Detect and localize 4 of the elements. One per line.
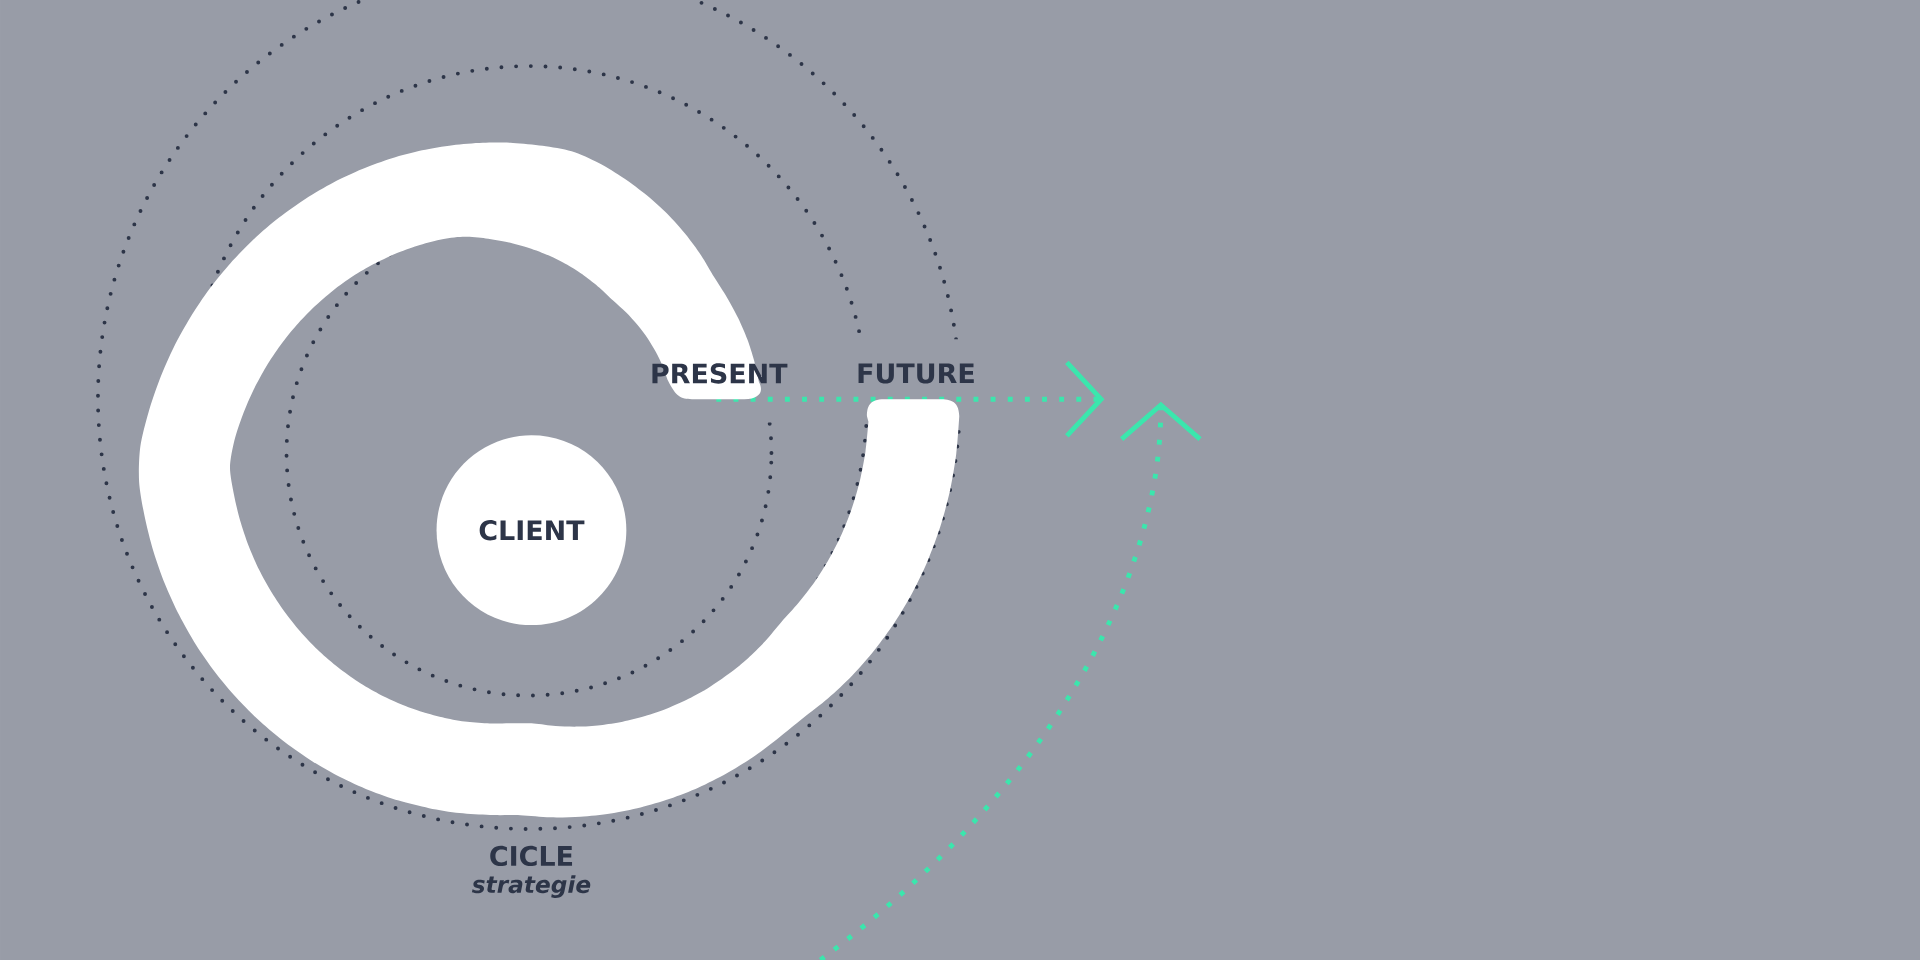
caption-subtitle: strategie <box>471 875 591 898</box>
stage-label: PRESENT <box>652 363 788 384</box>
caption-title: CICLE <box>490 845 573 867</box>
stage-label: FUTURE <box>858 363 974 384</box>
